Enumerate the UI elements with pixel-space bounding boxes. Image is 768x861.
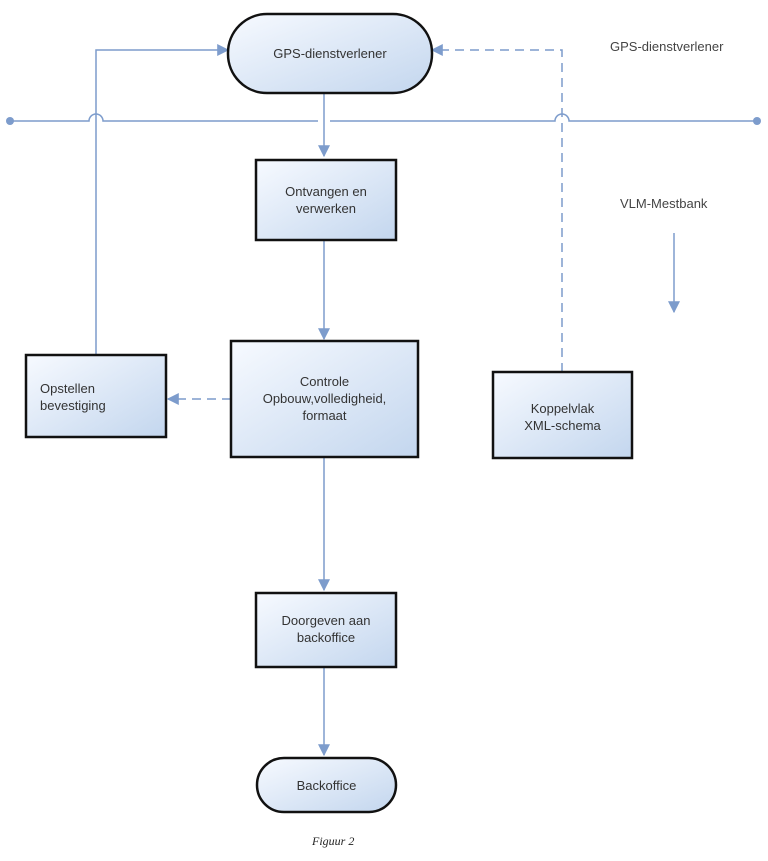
- label-koppelvlak-xml: Koppelvlak XML-schema: [493, 400, 632, 434]
- connector-koppelvlak-to-gps: [430, 44, 563, 372]
- label-ontvangen-verwerken: Ontvangen en verwerken: [256, 183, 396, 217]
- label-doorgeven-line1: Doorgeven aan: [281, 613, 371, 628]
- label-opstellen-bevestiging: Opstellen bevestiging: [26, 380, 160, 414]
- lane-separator-line: [10, 113, 757, 122]
- label-gps-dienstverlener: GPS-dienstverlener: [273, 46, 387, 61]
- label-backoffice: Backoffice: [296, 778, 357, 793]
- label-ontvangen-line2: verwerken: [296, 201, 356, 216]
- label-controle: Controle Opbouw,volledigheid, formaat: [231, 373, 418, 424]
- lane-label-gps-dienstverlener: GPS-dienstverlener: [610, 39, 724, 54]
- label-koppelvlak-line1: Koppelvlak: [530, 401, 595, 416]
- label-ontvangen-line1: Ontvangen en: [285, 184, 367, 199]
- lane-separator-left-dot: [6, 117, 14, 125]
- label-controle-line1: Controle: [299, 374, 350, 389]
- node-gps-dienstverlener: [226, 12, 434, 95]
- label-doorgeven-line2: backoffice: [296, 630, 356, 645]
- node-backoffice: [255, 756, 398, 814]
- label-opstellen-line1: Opstellen: [40, 381, 95, 396]
- label-doorgeven-backoffice: Doorgeven aan backoffice: [256, 612, 396, 646]
- lane-label-vlm-mestbank: VLM-Mestbank: [620, 196, 708, 211]
- node-doorgeven-backoffice: [254, 591, 398, 669]
- node-opstellen-bevestiging: [24, 353, 168, 439]
- label-opstellen-line2: bevestiging: [40, 398, 106, 413]
- lane-separator-right-dot: [753, 117, 761, 125]
- figure-caption: Figuur 2: [312, 834, 355, 848]
- label-controle-line2: Opbouw,volledigheid,: [262, 391, 387, 406]
- node-ontvangen-verwerken: [254, 158, 398, 242]
- connector-opstellen-to-gps: [95, 44, 230, 355]
- label-koppelvlak-line2: XML-schema: [524, 418, 601, 433]
- node-koppelvlak-xml: [491, 370, 634, 460]
- label-controle-line3: formaat: [302, 408, 347, 423]
- node-controle: [229, 339, 420, 459]
